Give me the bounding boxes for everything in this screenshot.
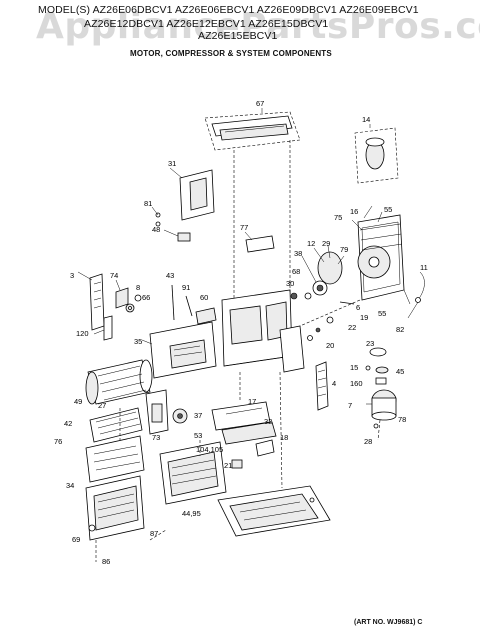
part-77-mount <box>244 231 275 253</box>
callout: 17 <box>248 397 256 406</box>
diagram-subtitle: MOTOR, COMPRESSOR & SYSTEM COMPONENTS <box>130 49 332 58</box>
model-line-3: AZ26E15EBCV1 <box>198 30 278 42</box>
callout: 73 <box>152 433 160 442</box>
art-number: (ART NO. WJ9681) C <box>354 619 423 626</box>
callout: 120 <box>76 329 89 338</box>
callout: 55 <box>378 309 386 318</box>
part-67-top-rail <box>204 108 301 151</box>
callout: 38 <box>294 249 302 258</box>
callout: 4 <box>332 379 336 388</box>
callout: 67 <box>256 99 264 108</box>
part-48-clip <box>163 229 191 242</box>
callout: 43 <box>166 271 174 280</box>
callout: 21 <box>224 461 232 470</box>
part-78-compressor <box>366 389 397 429</box>
callout: 66 <box>142 293 150 302</box>
part-condenser-assembly <box>351 205 411 305</box>
part-11-82-tubing <box>407 271 425 319</box>
callout: 45 <box>396 367 404 376</box>
part-17-32-tray <box>211 401 277 445</box>
exploded-parts-diagram: 67 14 31 81 16 55 75 48 77 12 29 79 38 1… <box>0 64 480 626</box>
callout: 23 <box>366 339 374 348</box>
model-line-1: MODEL(S) AZ26E06DBCV1 AZ26E06EBCV1 AZ26E… <box>38 4 419 16</box>
header: AppliancePartsPros.com MODEL(S) AZ26E06D… <box>0 0 480 64</box>
part-53-grille <box>159 441 227 505</box>
part-14-capacitor <box>354 124 399 184</box>
callout: 77 <box>240 223 248 232</box>
parts-drawing: 67 14 31 81 16 55 75 48 77 12 29 79 38 1… <box>54 99 428 566</box>
callout: 86 <box>102 557 110 566</box>
callout: 79 <box>340 245 348 254</box>
callout: 68 <box>292 267 300 276</box>
callout: 160 <box>350 379 363 388</box>
callout: 74 <box>110 271 118 280</box>
callout: 8 <box>136 283 140 292</box>
callout: 35 <box>134 337 142 346</box>
callout: 34 <box>66 481 74 490</box>
callout: 19 <box>360 313 368 322</box>
part-hardware-small <box>307 301 355 341</box>
callout: 3 <box>70 271 74 280</box>
callout: 49 <box>74 397 82 406</box>
part-73-scroll <box>145 389 169 435</box>
callout: 76 <box>54 437 62 446</box>
callout: 11 <box>420 263 428 272</box>
callout: 16 <box>350 207 358 216</box>
part-31-bracket <box>151 167 215 227</box>
callout: 22 <box>348 323 356 332</box>
callout: 7 <box>348 401 352 410</box>
part-120 <box>93 315 113 341</box>
callout: 78 <box>398 415 406 424</box>
callout: 37 <box>194 411 202 420</box>
callout: 75 <box>334 213 342 222</box>
part-chassis-center <box>221 289 312 373</box>
part-42-76 <box>85 435 145 483</box>
callout: 14 <box>362 115 370 124</box>
callout: 48 <box>152 225 160 234</box>
callout: 55 <box>384 205 392 214</box>
callout: 42 <box>64 419 72 428</box>
callout: 82 <box>396 325 404 334</box>
part-21 <box>231 459 243 469</box>
callout: 6 <box>356 303 360 312</box>
callout: 12 <box>307 239 315 248</box>
callout: 31 <box>168 159 176 168</box>
callout: 91 <box>182 283 190 292</box>
callout: 32 <box>264 417 272 426</box>
callout: 69 <box>72 535 80 544</box>
part-35-panel <box>141 321 217 379</box>
callout: 104,105 <box>196 445 223 454</box>
callout: 20 <box>326 341 334 350</box>
part-base-pan <box>217 485 331 537</box>
callout: 30 <box>286 279 294 288</box>
part-27-blower-wheel <box>85 359 153 405</box>
part-43-91-60-linkage <box>171 284 217 325</box>
model-line-2: AZ26E12DBCV1 AZ26E12EBCV1 AZ26E15DBCV1 <box>84 18 329 30</box>
part-fan-motor <box>301 245 345 296</box>
part-8-66-fittings <box>125 294 142 313</box>
callout: 44,95 <box>182 509 201 518</box>
part-34-front-grille <box>85 475 145 541</box>
part-23-15-45-160 <box>365 347 389 385</box>
callout: 81 <box>144 199 152 208</box>
callout: 18 <box>280 433 288 442</box>
callout: 28 <box>364 437 372 446</box>
callout: 87 <box>150 529 158 538</box>
leader-lines <box>95 140 381 562</box>
part-18 <box>255 439 275 457</box>
callout: 27 <box>98 401 106 410</box>
callout-labels: 67 14 31 81 16 55 75 48 77 12 29 79 38 1… <box>54 99 428 566</box>
callout: 53 <box>194 431 202 440</box>
callout: 29 <box>322 239 330 248</box>
callout: 15 <box>350 363 358 372</box>
callout: 60 <box>200 293 208 302</box>
part-37-motor <box>172 408 188 424</box>
part-49-filter <box>89 407 143 443</box>
part-3-74-side <box>77 271 129 331</box>
part-4-side-right <box>315 361 329 411</box>
